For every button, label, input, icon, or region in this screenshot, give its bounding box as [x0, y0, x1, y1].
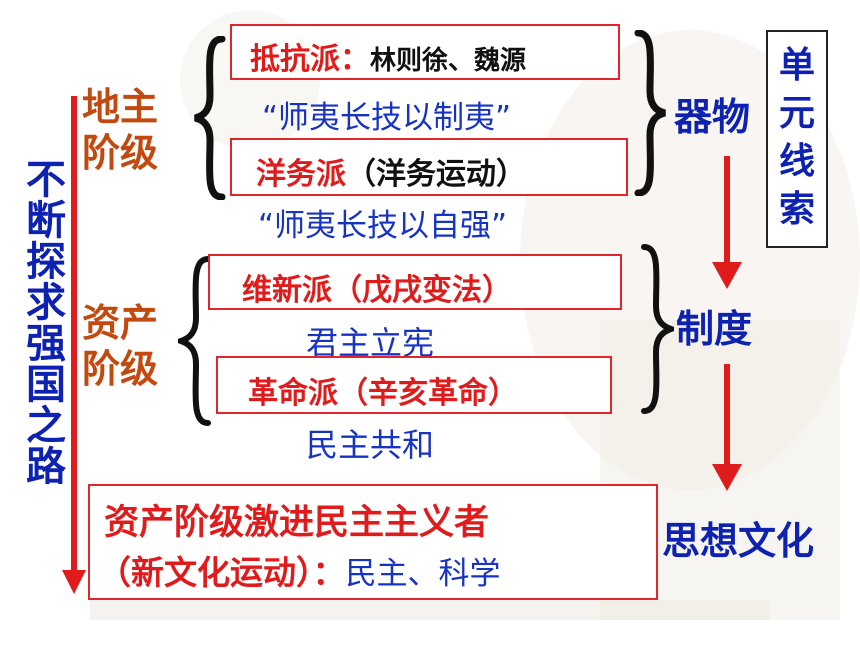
theme-char: 路 [26, 444, 66, 490]
resist-faction-box: 抵抗派：林则徐、魏源 [230, 24, 620, 80]
theme-char: 求 [26, 280, 66, 326]
level-zhidu: 制度 [676, 307, 753, 351]
foreign-affairs-label: 洋务派 [256, 157, 346, 192]
landlord-left-brace [194, 36, 226, 200]
theme-char: 国 [26, 362, 66, 408]
theme-char: 强 [26, 321, 66, 367]
new-culture-movement: （新文化运动） [98, 553, 313, 592]
arrow-qiwu-to-zhidu [712, 156, 742, 289]
arrow-zhidu-to-sixiang [712, 364, 742, 491]
slogan-minzhu: 民主共和 [306, 426, 435, 464]
foreign-affairs-detail: （洋务运动） [346, 157, 526, 192]
theme-char: 不 [26, 157, 66, 203]
unit-clue-char: 单 [778, 45, 815, 86]
slogan-ziqiang: “师夷长技以自强” [258, 208, 508, 244]
slogan-zhiyi: “师夷长技以制夷” [262, 100, 512, 136]
landlord-class-label: 地主 阶级 [82, 85, 159, 175]
unit-clue-char: 索 [778, 189, 815, 230]
theme-vertical-title: 不 断 探 求 强 国 之 路 [26, 160, 66, 488]
radical-colon: ： [312, 553, 346, 592]
level-sixiang: 思想文化 [662, 519, 815, 563]
democracy-science: 民主、科学 [345, 556, 501, 592]
resist-faction-people: 林则徐、魏源 [370, 46, 527, 76]
reform-faction-box: 维新派（戊戌变法） [208, 254, 622, 310]
theme-char: 断 [26, 198, 66, 244]
level-qiwu: 器物 [674, 95, 751, 139]
radical-democrats-title: 资产阶级激进民主主义者 [104, 503, 490, 543]
theme-char: 探 [26, 239, 66, 285]
theme-char: 之 [26, 403, 66, 449]
revolution-faction-label: 革命派（辛亥革命） [248, 376, 518, 411]
bourgeois-class-label: 资产 阶级 [82, 301, 159, 391]
left-down-arrow [62, 96, 86, 594]
foreign-affairs-box: 洋务派（洋务运动） [230, 138, 628, 196]
unit-clue-box: 单 元 线 索 [766, 30, 828, 248]
slogan-junzhu: 君主立宪 [306, 324, 435, 362]
reform-faction-label: 维新派（戊戌变法） [242, 273, 512, 308]
resist-faction-label: 抵抗派： [250, 42, 370, 77]
radical-democrats-box: 资产阶级激进民主主义者 （新文化运动）：民主、科学 [88, 484, 658, 600]
unit-clue-char: 元 [778, 93, 815, 134]
landlord-right-brace [634, 30, 666, 196]
bourgeois-right-brace [641, 244, 674, 414]
unit-clue-char: 线 [778, 141, 815, 182]
revolution-faction-box: 革命派（辛亥革命） [216, 356, 612, 414]
bourgeois-left-brace [178, 256, 211, 426]
